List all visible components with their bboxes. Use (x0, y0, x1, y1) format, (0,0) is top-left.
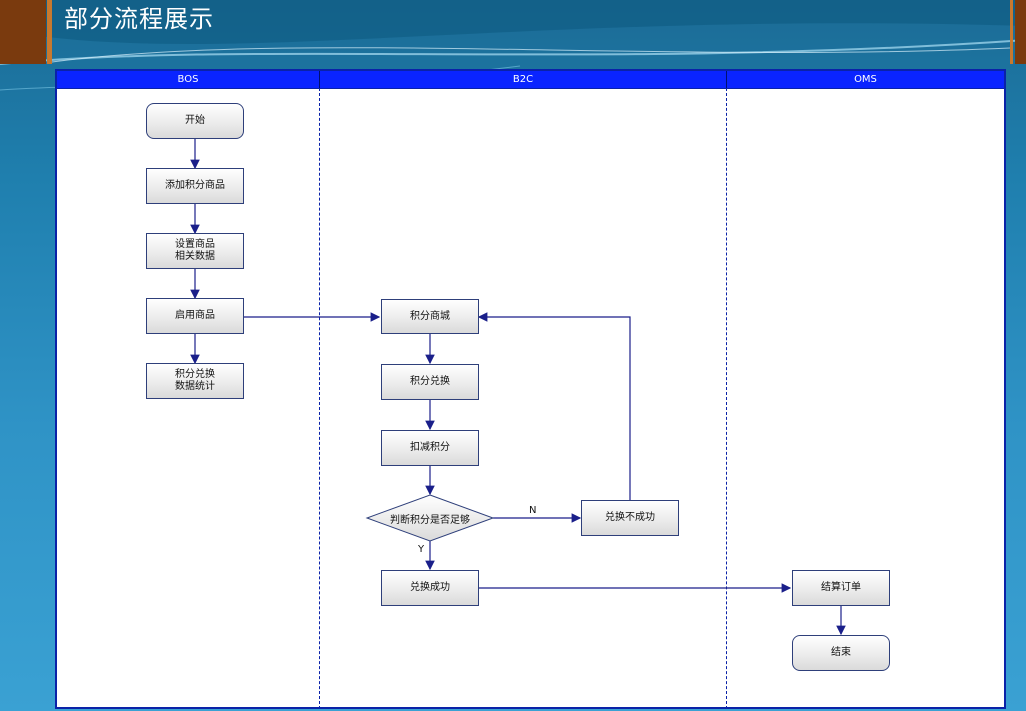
lane-header-oms: OMS (727, 71, 1004, 88)
node-exchange-failed: 兑换不成功 (581, 500, 679, 536)
node-add-goods: 添加积分商品 (146, 168, 244, 204)
node-end: 结束 (792, 635, 890, 671)
lane-divider-b2c-oms (726, 88, 727, 709)
lane-header-separator (726, 71, 727, 88)
lane-divider-bos-b2c (319, 88, 320, 709)
right-accent-line (1010, 0, 1013, 64)
lane-header-rule (57, 88, 1004, 89)
lane-header-b2c: B2C (320, 71, 726, 88)
node-enable-goods: 启用商品 (146, 298, 244, 334)
edge-label-no: N (529, 505, 537, 516)
edge-label-yes: Y (418, 544, 425, 555)
node-start: 开始 (146, 103, 244, 139)
node-decision-label: 判断积分是否足够 (390, 514, 470, 526)
node-deduct-points: 扣减积分 (381, 430, 479, 466)
node-set-data: 设置商品 相关数据 (146, 233, 244, 269)
right-corner-block (1015, 0, 1026, 64)
node-settle-order: 结算订单 (792, 570, 890, 606)
swimlane-diagram: BOS B2C OMS (55, 69, 1006, 709)
slide-title: 部分流程展示 (64, 5, 214, 33)
node-exchange-success: 兑换成功 (381, 570, 479, 606)
node-points-exchange: 积分兑换 (381, 364, 479, 400)
arrow-fail-back-to-mall (477, 312, 631, 500)
title-corner-block (0, 0, 46, 64)
node-points-mall: 积分商城 (381, 299, 479, 334)
lane-header-separator (319, 71, 320, 88)
node-stats: 积分兑换 数据统计 (146, 363, 244, 399)
lane-header-bos: BOS (57, 71, 319, 88)
title-corner-accent (47, 0, 52, 64)
